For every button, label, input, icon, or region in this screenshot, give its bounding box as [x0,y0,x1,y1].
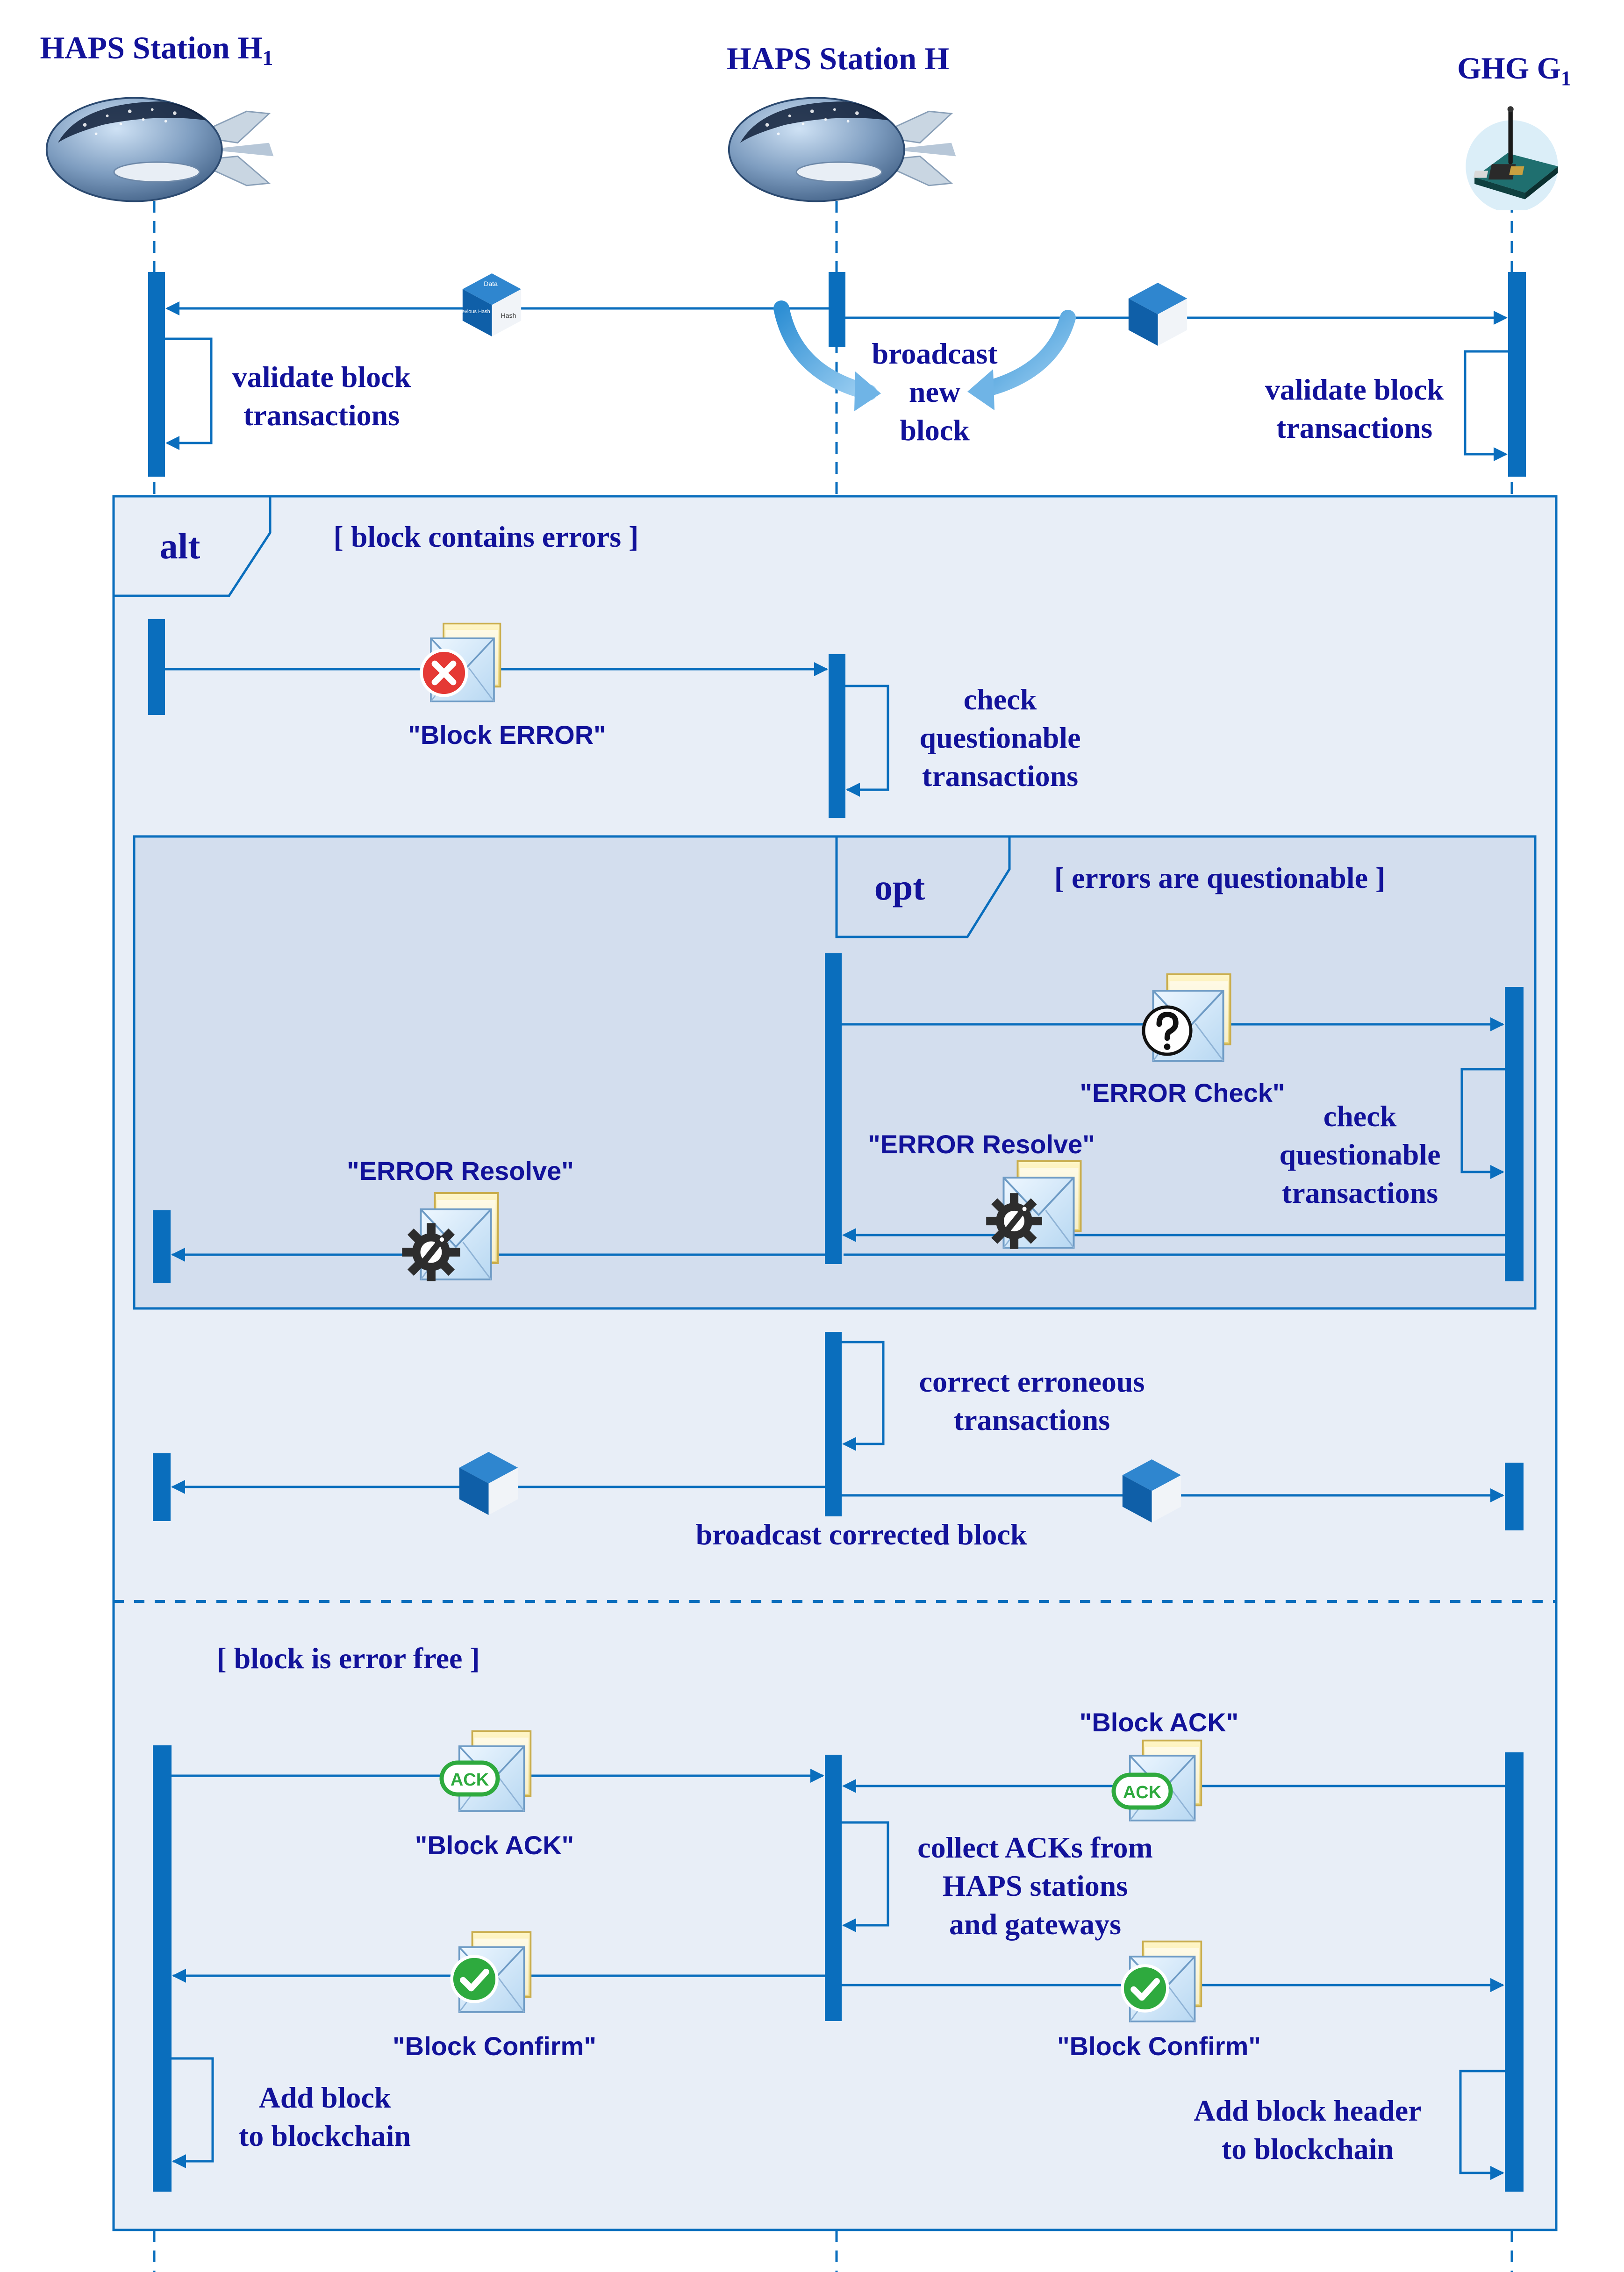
note-broadcast-line3: block [900,414,970,447]
activation-g1-top [1508,272,1526,477]
participant-g1-title: GHG G1 [1457,51,1571,90]
gear-wrench-icon [402,1223,460,1281]
activation-h1-top [148,272,165,477]
note-validate-g1-line2: transactions [1276,411,1432,444]
block-cube-icon-top-right [1128,283,1188,346]
alt-fragment-label: alt [160,526,200,566]
activation-h-correct [825,1332,842,1516]
label-error-check: "ERROR Check" [1080,1078,1285,1107]
envelope-block-ack-left: ACK [439,1730,532,1812]
note-validate-g1-line1: validate block [1265,373,1444,406]
ack-badge-icon [439,1760,500,1797]
self-loop-validate-g1 [1464,350,1508,461]
self-loop-add-block-h1 [172,2057,214,2168]
note-add-header-line1: Add block header [1194,2094,1421,2127]
label-block-confirm-left: "Block Confirm" [393,2031,596,2061]
note-check-h-line1: check [964,683,1037,716]
note-correct-line2: transactions [954,1403,1110,1436]
gear-wrench-icon [986,1193,1042,1249]
message-labels: "Block ERROR" "ERROR Check" "ERROR Resol… [347,720,1285,2061]
note-add-block-line1: Add block [259,2081,391,2114]
self-loop-collect-h [842,1821,889,1932]
envelope-block-ack-right: ACK [1111,1739,1202,1822]
note-add-header-line2: to blockchain [1222,2132,1394,2165]
ack-badge-icon [1111,1772,1173,1810]
label-error-resolve-left: "ERROR Resolve" [347,1156,574,1186]
checkmark-icon [452,1957,497,2002]
note-check-h-line3: transactions [922,759,1078,793]
ack-badge-text: ACK [1123,1783,1162,1802]
blimp-icon-h1 [45,97,275,202]
note-check-h-line2: questionable [920,721,1081,754]
checkmark-icon [1123,1966,1168,2011]
participant-h-title: HAPS Station H [727,41,949,76]
note-broadcast-line2: new [909,375,960,408]
activation-h1-error [148,619,165,715]
note-collect-line1: collect ACKs from [917,1831,1153,1864]
label-block-ack-left: "Block ACK" [415,1830,574,1860]
activation-h-check [829,654,845,818]
label-block-error: "Block ERROR" [408,720,606,750]
cube-labels: Data Previous Hash Hash [457,280,516,319]
activation-g1-corrected [1505,1463,1524,1530]
label-block-confirm-right: "Block Confirm" [1057,2031,1261,2061]
ack-badge-text: ACK [451,1770,489,1790]
activation-h-ack [825,1755,842,2021]
note-check-g1-line1: check [1324,1100,1397,1133]
self-loop-check-h [845,685,889,797]
self-loop-add-header-g1 [1459,2070,1505,2180]
blimp-icon-h [728,97,957,202]
cube-label-data: Data [484,280,498,287]
broadcast-curved-arrows [773,300,1076,411]
note-collect-line2: HAPS stations [943,1869,1128,1902]
note-broadcast-corrected: broadcast corrected block [696,1518,1027,1551]
note-check-g1-line3: transactions [1282,1176,1438,1209]
note-collect-line3: and gateways [949,1908,1121,1941]
note-validate-h1-line1: validate block [232,360,411,393]
activation-h-opt [825,953,842,1264]
note-broadcast-line1: broadcast [872,337,998,370]
cube-label-hash: Hash [501,312,516,319]
opt-fragment-label: opt [874,867,925,907]
question-mark-icon [1144,1007,1191,1054]
note-add-block-line2: to blockchain [239,2119,411,2152]
error-x-icon [422,650,467,696]
else-guard-text: [ block is error free ] [216,1642,479,1675]
self-loop-validate-h1 [165,337,213,450]
cube-label-prev-hash: Previous Hash [457,309,490,314]
activation-bars [148,272,1526,2192]
note-check-g1-line2: questionable [1280,1138,1441,1171]
label-block-ack-right: "Block ACK" [1080,1708,1238,1737]
activation-h1-resolve [153,1210,171,1283]
opt-guard-text: [ errors are questionable ] [1054,861,1386,894]
activation-h1-ack [153,1745,172,2192]
activation-g1-ack [1505,1752,1524,2192]
self-loop-check-g1 [1460,1068,1505,1179]
self-loop-correct-h [842,1341,885,1451]
gateway-icon-g1 [1466,106,1558,210]
participant-h1-title: HAPS Station H1 [40,30,273,70]
activation-h-top [829,272,845,347]
alt-guard-text: [ block contains errors ] [334,520,639,553]
activation-h1-corrected [153,1453,171,1521]
notes: validate block transactions broadcast ne… [232,337,1444,2165]
note-validate-h1-line2: transactions [243,399,400,432]
note-correct-line1: correct erroneous [919,1365,1145,1398]
label-error-resolve-right: "ERROR Resolve" [868,1129,1095,1159]
activation-g1-opt [1505,987,1524,1281]
